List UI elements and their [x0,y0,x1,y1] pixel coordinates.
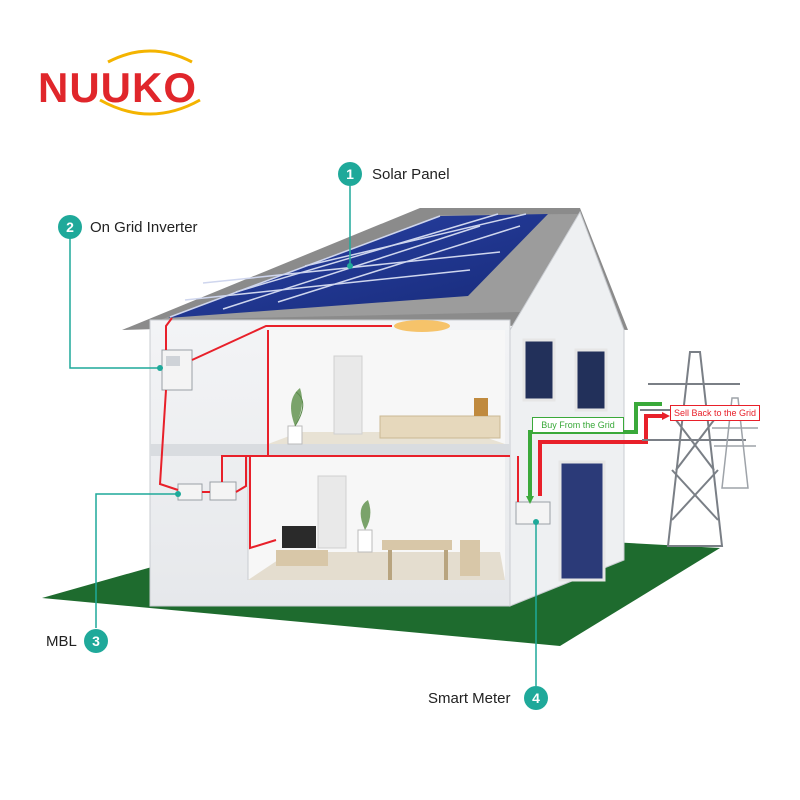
sell-to-grid-label: Sell Back to the Grid [670,405,760,421]
buy-from-grid-label: Buy From the Grid [532,417,624,433]
dc-ac-wiring [158,317,519,550]
callout-badge-4: 4 [524,686,548,710]
callout-badge-1: 1 [338,162,362,186]
smart-meter-box [515,501,551,525]
brand-logo: NUUKO [38,49,201,116]
callout-leaders [69,186,537,686]
logo-wordmark: NUUKO [38,64,197,111]
mbl-box [177,483,203,501]
solar-array [168,213,548,318]
callout-label-smart-meter: Smart Meter [428,690,511,707]
callout-badge-2: 2 [58,215,82,239]
sell-arrow [538,414,662,496]
callout-label-solar-panel: Solar Panel [372,166,450,183]
transmission-tower [640,351,748,547]
buy-arrow [528,402,662,496]
callout-label-mbl: MBL [46,633,77,650]
callout-badge-3: 3 [84,629,108,653]
callout-label-inverter: On Grid Inverter [90,219,198,236]
